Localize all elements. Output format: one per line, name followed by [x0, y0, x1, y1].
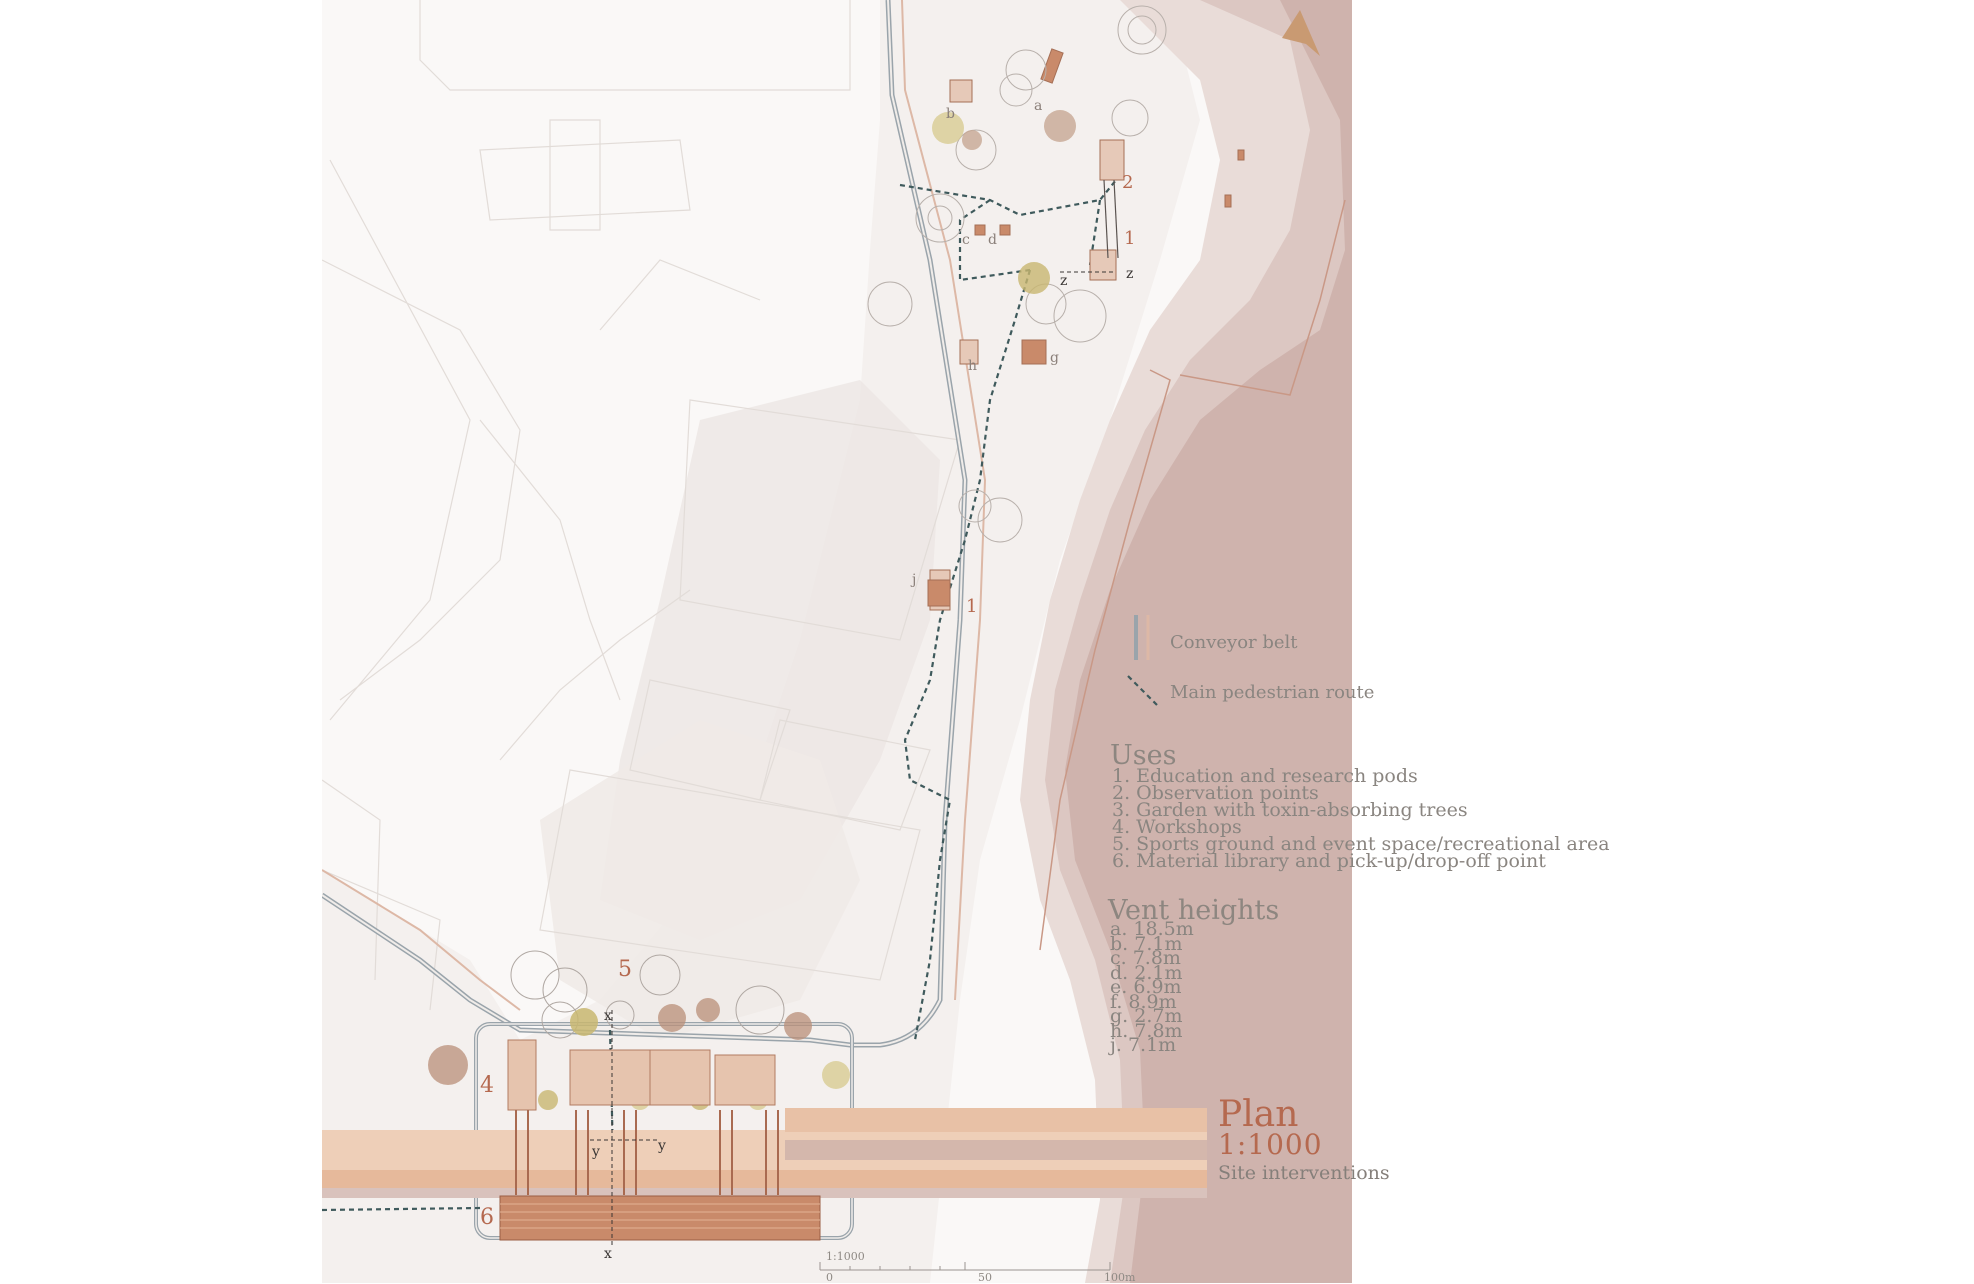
- label-vent-c: c: [962, 232, 970, 248]
- vent-item: f. 8.9m: [1110, 990, 1177, 1013]
- pods-upper: [927, 48, 1245, 611]
- label-vent-h: h: [968, 358, 977, 374]
- vent-item: c. 7.8m: [1110, 947, 1181, 969]
- vent-item: j. 7.1m: [1110, 1034, 1177, 1056]
- vent-item: b. 7.1m: [1110, 932, 1183, 955]
- plan-title: Plan: [1218, 1094, 1299, 1135]
- label-point-1-mid: 1: [966, 596, 977, 617]
- label-point-2: 2: [1122, 172, 1133, 193]
- vent-item: a. 18.5m: [1110, 918, 1194, 940]
- label-vent-d: d: [988, 232, 997, 248]
- vent-item: g. 2.7m: [1110, 1005, 1183, 1027]
- scale-bar-tick-0: 0: [826, 1271, 833, 1284]
- label-point-6: 6: [480, 1205, 494, 1230]
- pedestrian-route-legend-icon: [1127, 675, 1159, 707]
- scale-bar-tick-100: 100m: [1104, 1271, 1136, 1284]
- vent-heights-title: Vent heights: [1108, 895, 1280, 926]
- scale-bar-label: 1:1000: [826, 1250, 865, 1263]
- uses-item: 2. Observation points: [1112, 782, 1319, 804]
- label-vent-b: b: [946, 106, 955, 122]
- conveyor-belt-legend-icon: [1134, 615, 1150, 660]
- plan-subtitle: Site interventions: [1218, 1162, 1390, 1184]
- context-outlines: [322, 0, 961, 1011]
- label-section-x1: x: [604, 1008, 612, 1024]
- label-section-z1: z: [1060, 273, 1067, 289]
- label-section-y1: y: [591, 1144, 600, 1160]
- label-section-x2: x: [604, 1246, 612, 1262]
- uses-item: 4. Workshops: [1112, 816, 1242, 838]
- river-embankment: [1020, 0, 1352, 1283]
- uses-item: 3. Garden with toxin-absorbing trees: [1112, 799, 1468, 821]
- label-point-5: 5: [618, 957, 632, 982]
- label-section-y2: y: [657, 1138, 666, 1154]
- vent-heights-list: a. 18.5m b. 7.1m c. 7.8m d. 2.1m e. 6.9m…: [1110, 918, 1194, 1056]
- section-lines: [590, 271, 1115, 1245]
- label-point-1-top: 1: [1124, 228, 1135, 249]
- plan-scale: 1:1000: [1218, 1128, 1323, 1161]
- bottom-complex: [322, 1039, 1207, 1241]
- label-section-z2: z: [1126, 266, 1133, 282]
- scale-bar: [819, 1262, 1111, 1271]
- scale-bar-tick-50: 50: [978, 1271, 992, 1284]
- uses-item: 6. Material library and pick-up/drop-off…: [1112, 850, 1546, 872]
- legend-conveyor-belt: Conveyor belt: [1170, 632, 1298, 653]
- north-arrow-icon: [1282, 10, 1320, 56]
- uses-title: Uses: [1110, 740, 1177, 771]
- vent-item: h. 7.8m: [1110, 1019, 1183, 1042]
- pod-walkway: [1103, 179, 1119, 259]
- label-vent-a: a: [1034, 98, 1042, 114]
- vent-item: e. 6.9m: [1110, 976, 1182, 998]
- uses-item: 1. Education and research pods: [1112, 765, 1418, 787]
- label-vent-g: g: [1050, 350, 1059, 366]
- map-labels: 1 2 1 4 5 6 a b c d g h j z z x x y y: [480, 98, 1135, 1262]
- label-point-4: 4: [480, 1073, 494, 1098]
- uses-list: 1. Education and research pods 2. Observ…: [1112, 765, 1610, 872]
- legend-pedestrian-route: Main pedestrian route: [1170, 682, 1375, 703]
- uses-item: 5. Sports ground and event space/recreat…: [1112, 833, 1610, 855]
- label-vent-j: j: [910, 572, 916, 588]
- vent-item: d. 2.1m: [1110, 961, 1183, 984]
